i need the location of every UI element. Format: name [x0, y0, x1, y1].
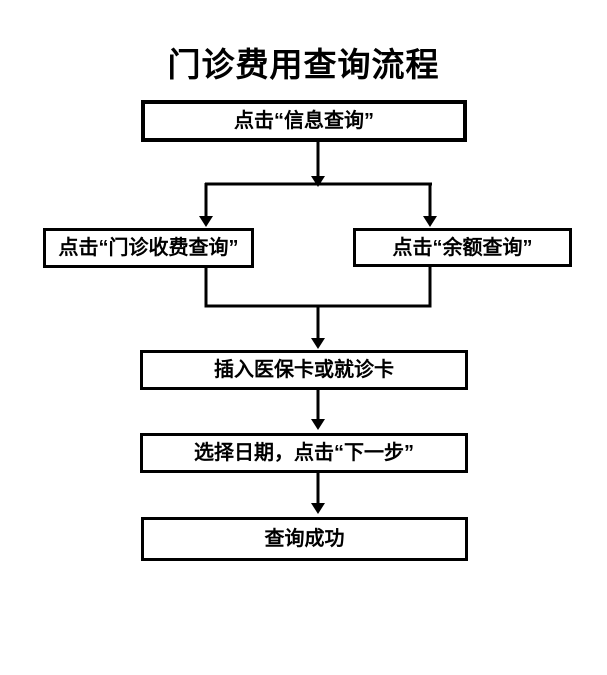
flow-node-insert-card: 插入医保卡或就诊卡: [140, 350, 468, 390]
flow-node-branch-left: 点击“门诊收费查询”: [43, 228, 254, 268]
arrowhead-down-icon: [311, 419, 325, 430]
diagram-title: 门诊费用查询流程: [167, 46, 440, 83]
arrowhead-down-icon: [311, 338, 325, 349]
flow-node-step1: 点击“信息查询”: [141, 100, 467, 142]
flow-node-select-date: 选择日期，点击“下一步”: [140, 433, 468, 473]
connector-merge-to-insert: [311, 306, 325, 349]
connector-step1-to-branch: [311, 141, 325, 187]
arrowhead-down-icon: [311, 176, 325, 187]
merge-bracket: [204, 265, 432, 308]
connector-branch-to-right: [423, 183, 437, 227]
flow-node-success: 查询成功: [141, 517, 468, 561]
arrowhead-down-icon: [311, 503, 325, 514]
connector-date-to-success: [311, 472, 325, 514]
arrowhead-down-icon: [423, 216, 437, 227]
connector-branch-to-left: [199, 183, 213, 227]
arrowhead-down-icon: [199, 216, 213, 227]
connector-insert-to-date: [311, 389, 325, 430]
flow-node-branch-right: 点击“余额查询”: [353, 228, 572, 267]
